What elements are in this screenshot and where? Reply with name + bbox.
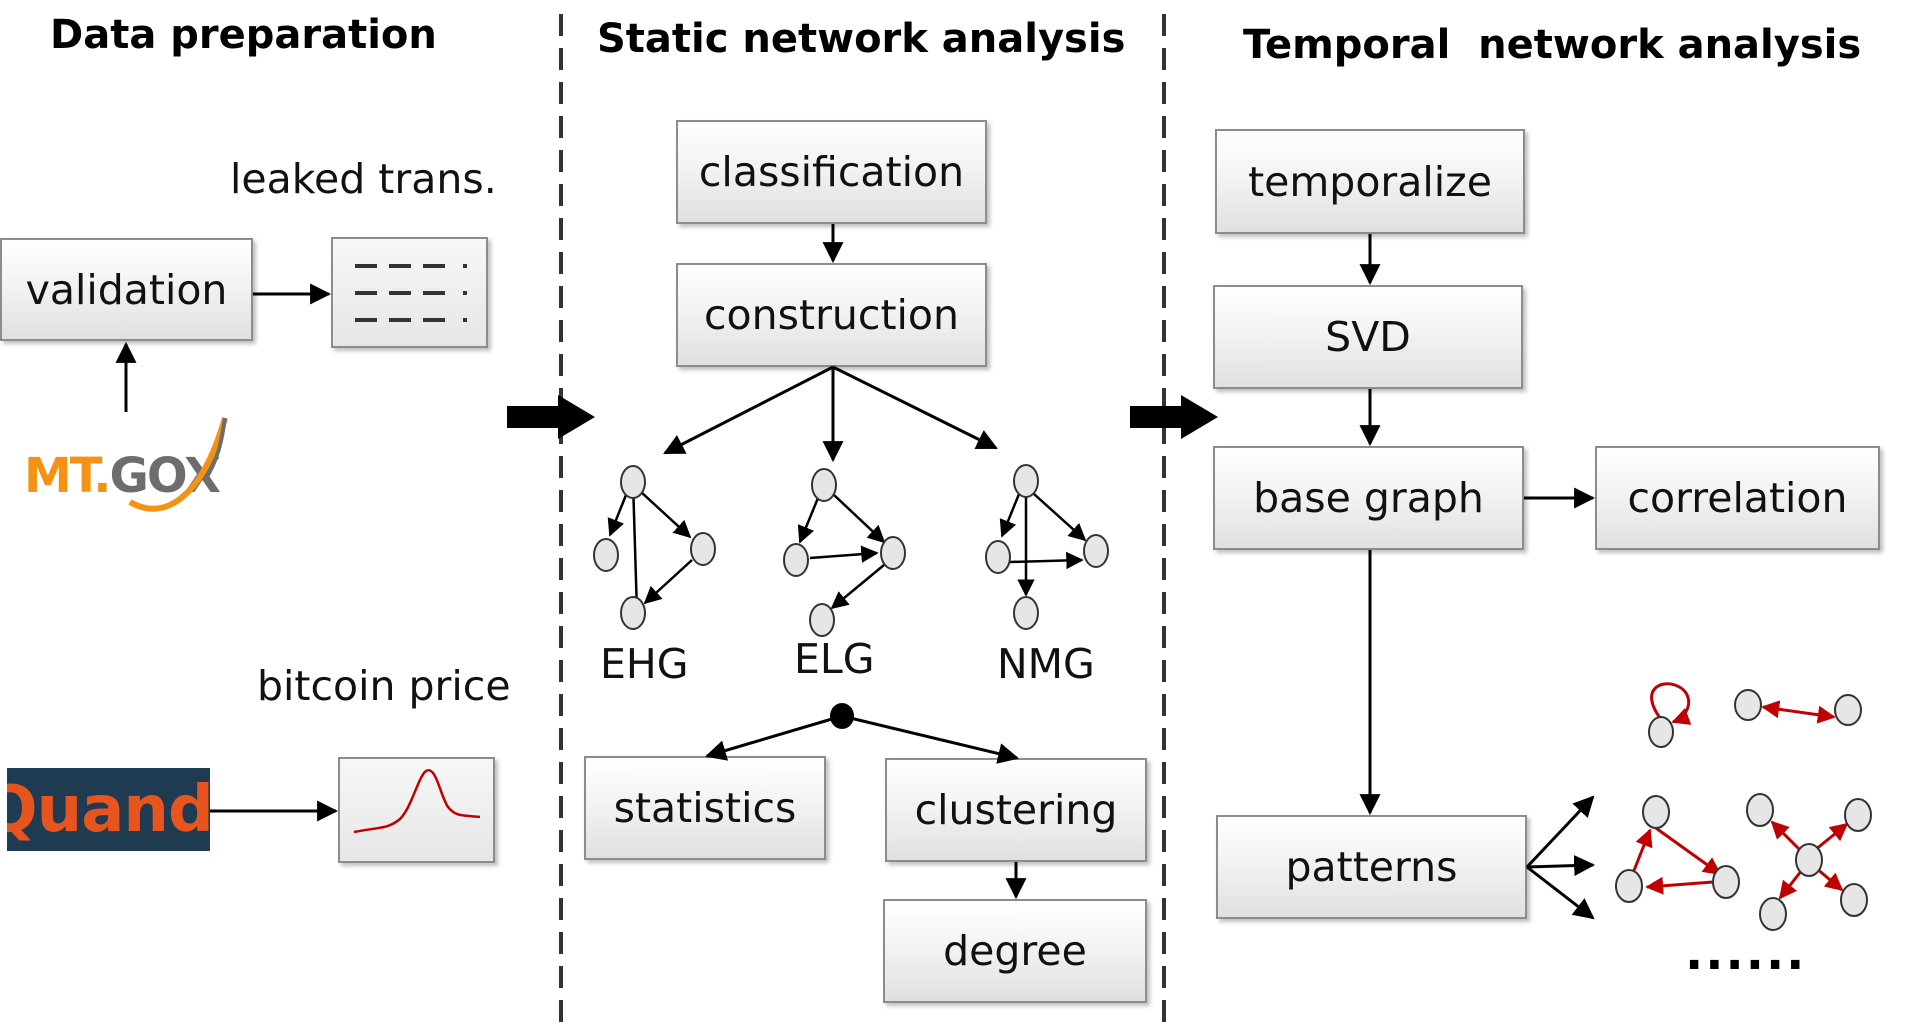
mtgox-logo-text-right: GOX bbox=[109, 448, 220, 504]
price-curve-icon bbox=[353, 769, 481, 834]
svd-box: SVD bbox=[1213, 285, 1523, 389]
graph-label-elg: ELG bbox=[794, 635, 875, 683]
section-title-static-analysis: Static network analysis bbox=[597, 16, 1126, 62]
pattern-bidirectional-icon bbox=[1734, 689, 1862, 726]
leaked-transactions-label: leaked trans. bbox=[230, 155, 497, 203]
graph-label-nmg: NMG bbox=[997, 640, 1095, 688]
section-title-temporal-analysis: Temporal network analysis bbox=[1243, 22, 1862, 68]
quandl-logo: Quandl bbox=[7, 768, 210, 851]
elg-graph-icon bbox=[797, 494, 886, 610]
pattern-selfloop-icon bbox=[1648, 682, 1692, 748]
leaked-transactions-table bbox=[331, 237, 488, 348]
price-chart-box bbox=[338, 757, 495, 863]
big-arrow-2 bbox=[1130, 395, 1218, 439]
mtgox-logo-text-left: MT. bbox=[24, 448, 111, 504]
arrow-junction-to-clustering bbox=[841, 714, 1020, 764]
nmg-graph-icon bbox=[999, 493, 1087, 597]
classification-box: classification bbox=[676, 120, 987, 224]
bitcoin-price-label: bitcoin price bbox=[257, 662, 511, 710]
base-graph-box: base graph bbox=[1213, 446, 1524, 550]
pattern-triangle-icon bbox=[1631, 824, 1722, 895]
degree-box: degree bbox=[883, 899, 1147, 1003]
temporalize-box: temporalize bbox=[1215, 129, 1525, 234]
graph-label-ehg: EHG bbox=[600, 640, 689, 688]
table-lines-icon bbox=[355, 264, 467, 322]
validation-box: validation bbox=[0, 238, 253, 341]
ehg-graph-icon bbox=[607, 480, 693, 614]
correlation-box: correlation bbox=[1595, 446, 1880, 550]
clustering-box: clustering bbox=[885, 758, 1147, 862]
junction-dot bbox=[830, 703, 854, 729]
construction-box: construction bbox=[676, 263, 987, 367]
section-title-data-preparation: Data preparation bbox=[50, 12, 437, 58]
arrow-patterns-to-mid bbox=[1526, 855, 1596, 877]
arrow-patterns-to-bottom bbox=[1526, 865, 1595, 920]
patterns-box: patterns bbox=[1216, 815, 1527, 919]
more-patterns-ellipsis: ...... bbox=[1685, 925, 1807, 981]
arrow-junction-to-statistics bbox=[704, 714, 843, 761]
statistics-box: statistics bbox=[584, 756, 826, 860]
arrow-patterns-to-top bbox=[1525, 795, 1595, 869]
big-arrow-1 bbox=[507, 395, 595, 439]
mtgox-logo: MT.GOX bbox=[24, 448, 221, 504]
arrow-construction-to-nmg bbox=[832, 365, 998, 450]
pattern-star-icon bbox=[1770, 820, 1849, 900]
arrow-construction-to-ehg bbox=[663, 365, 834, 455]
